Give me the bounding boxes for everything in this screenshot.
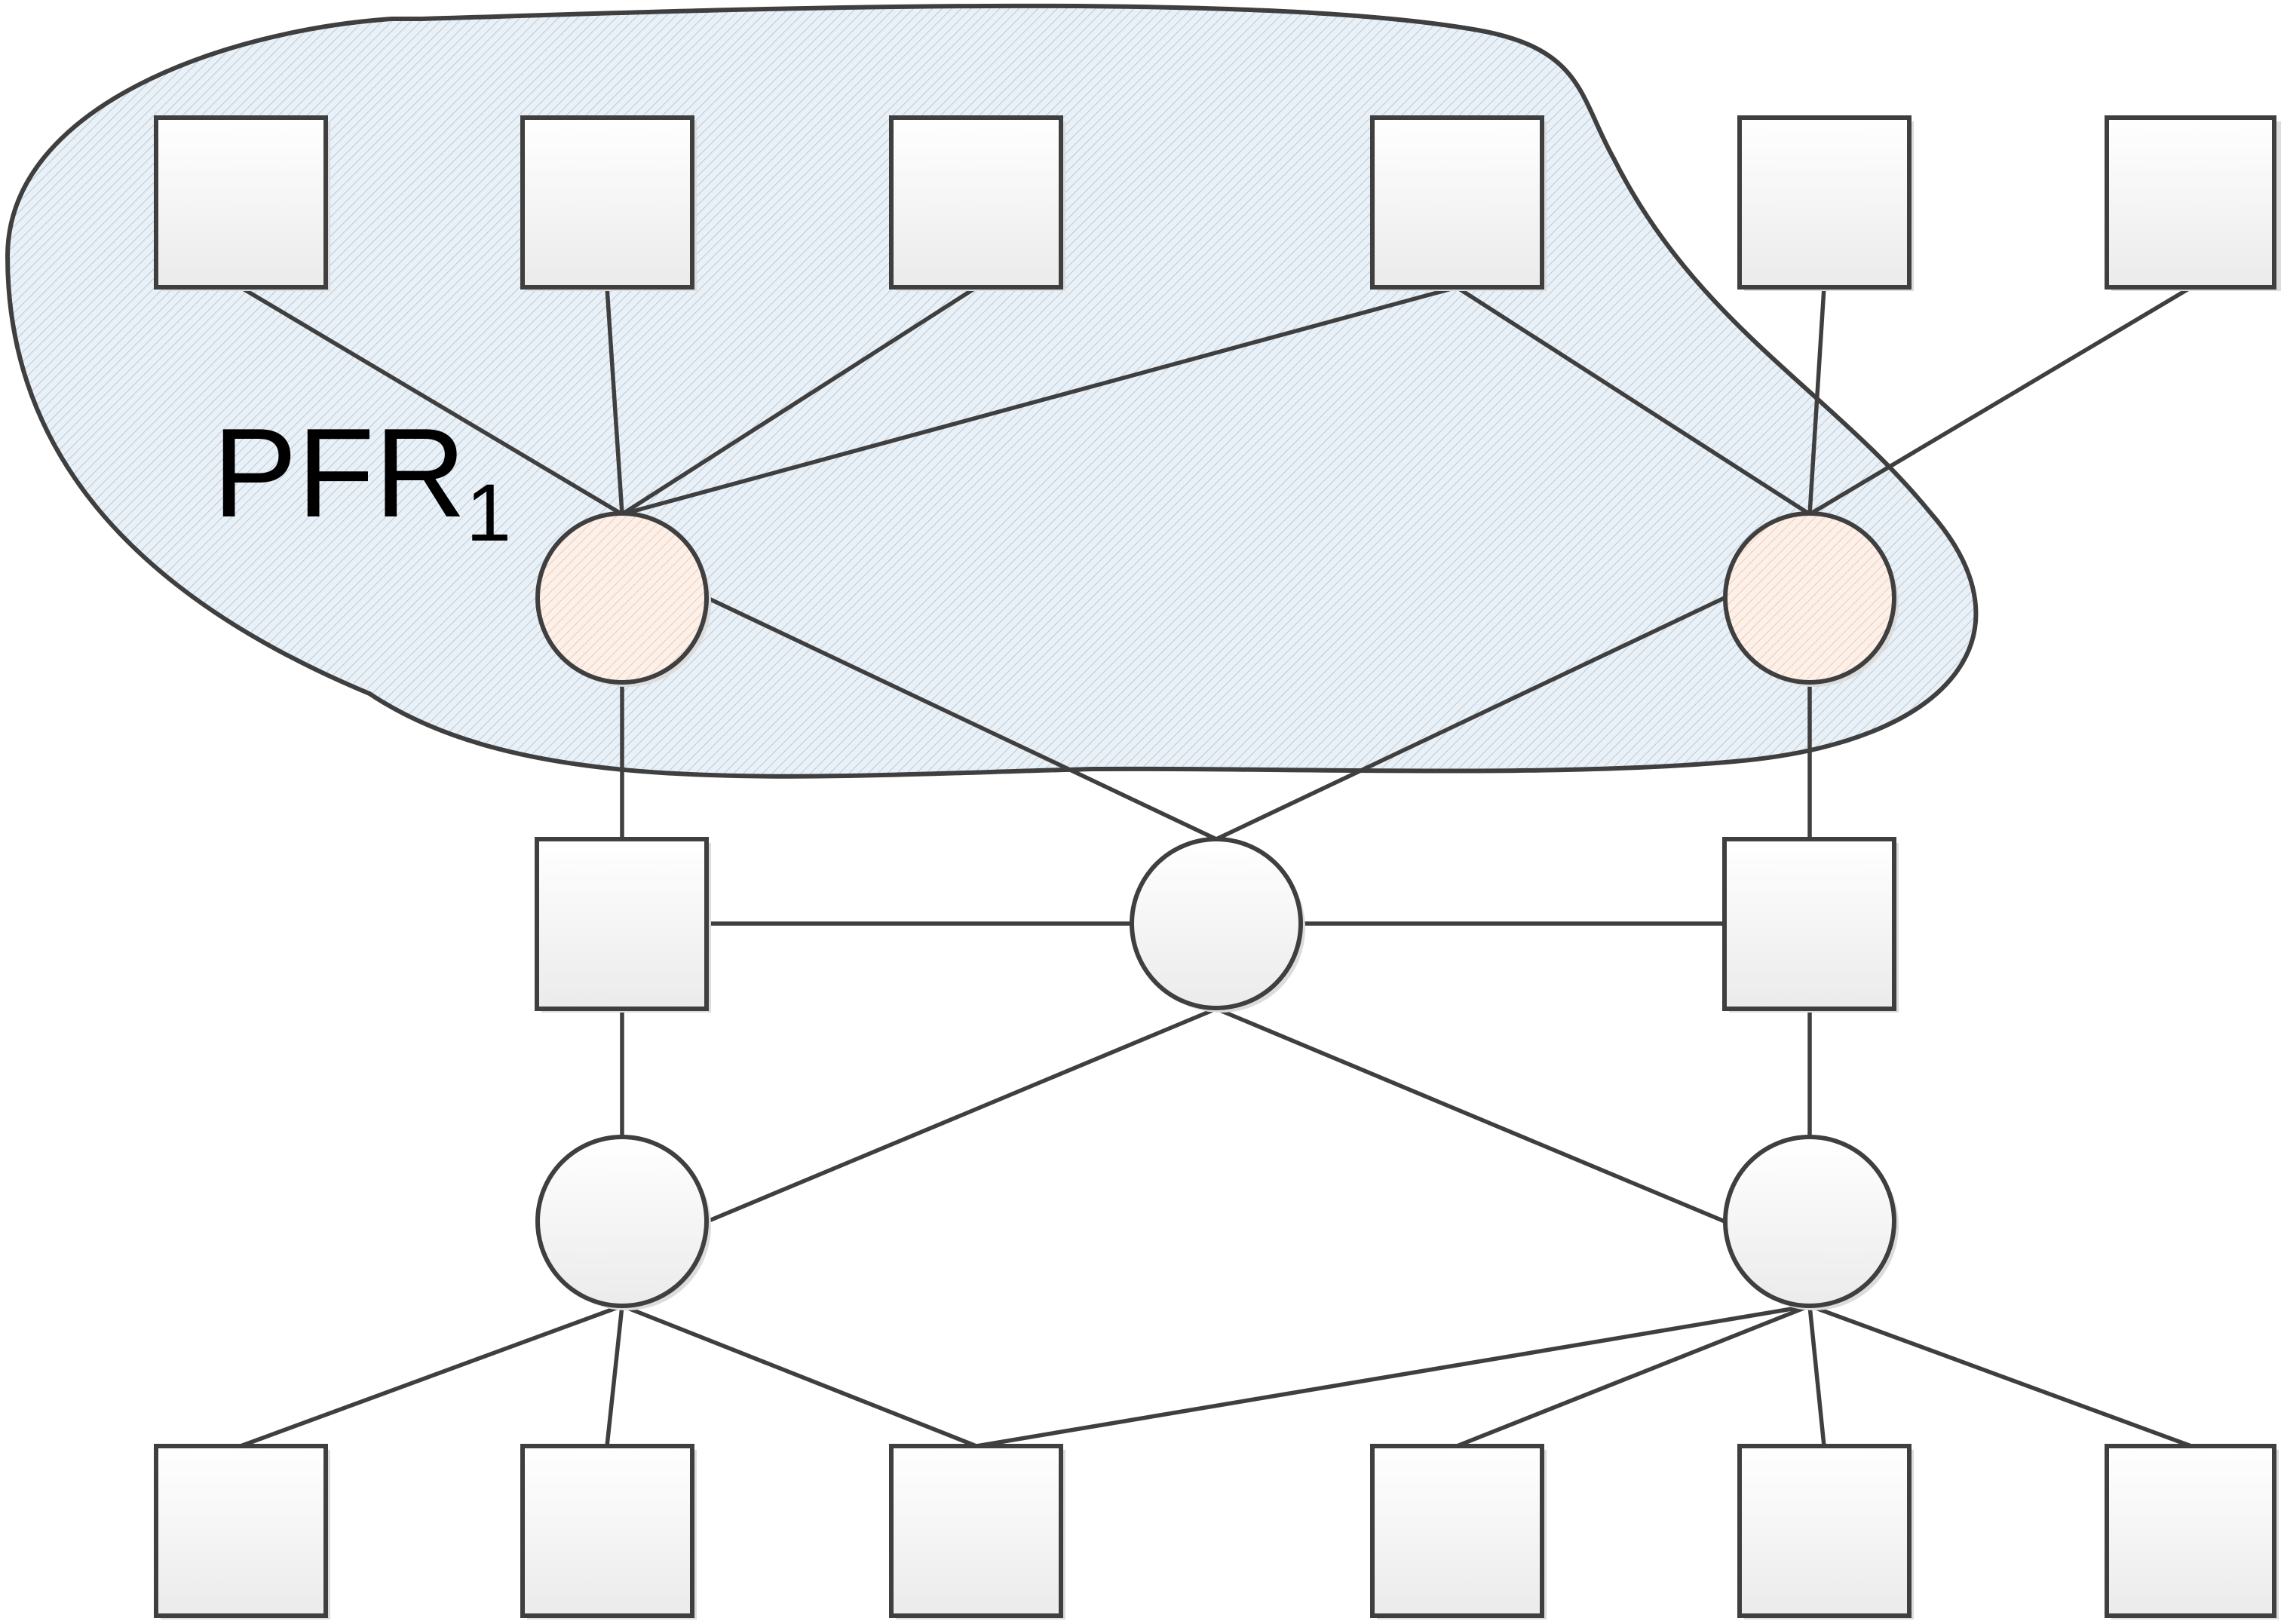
square-node xyxy=(1722,837,1896,1011)
square-node xyxy=(154,115,328,290)
edge xyxy=(1807,1304,2194,1448)
circle-node xyxy=(1723,1135,1896,1308)
square-node xyxy=(520,1444,694,1618)
circle-node xyxy=(535,1135,709,1308)
edge xyxy=(238,285,624,516)
edge xyxy=(705,1007,1219,1224)
edge xyxy=(1807,1304,1826,1448)
square-node xyxy=(889,1444,1063,1618)
edge xyxy=(605,285,624,516)
square-node xyxy=(1370,1444,1544,1618)
circle-node xyxy=(1130,837,1303,1010)
edge xyxy=(705,596,1219,841)
square-node xyxy=(889,115,1063,290)
square-node xyxy=(1737,115,1912,290)
bottom-row-nodes xyxy=(154,1444,2279,1619)
edge xyxy=(605,1304,624,1448)
square-node xyxy=(2105,1444,2276,1618)
edge xyxy=(1455,1304,1812,1448)
top-row-nodes xyxy=(154,115,2281,291)
highlighted-circle-node xyxy=(1723,511,1896,685)
pfr-label-subscript: 1 xyxy=(466,467,511,558)
square-node xyxy=(1737,1444,1912,1618)
highlighted-nodes xyxy=(535,511,1899,687)
edge xyxy=(620,285,979,516)
edge xyxy=(1807,285,1826,516)
square-node xyxy=(154,1444,328,1618)
square-node xyxy=(2105,115,2276,290)
edge xyxy=(1214,596,1727,841)
edge xyxy=(1455,285,1812,516)
edge xyxy=(620,285,1459,516)
edge xyxy=(238,1304,624,1448)
edges xyxy=(238,285,2194,1448)
edge xyxy=(974,1304,1812,1448)
pfr-label-main: PFR xyxy=(213,402,466,544)
highlighted-circle-node xyxy=(535,511,709,685)
edge xyxy=(1214,1007,1727,1224)
square-node xyxy=(535,837,709,1011)
pfr-label: PFR1 xyxy=(213,402,511,558)
square-node xyxy=(1370,115,1544,290)
edge xyxy=(620,1304,979,1448)
lower-circle-nodes xyxy=(535,1135,1899,1310)
middle-row-nodes xyxy=(535,837,1899,1013)
square-node xyxy=(520,115,694,290)
edge xyxy=(1807,285,2194,516)
